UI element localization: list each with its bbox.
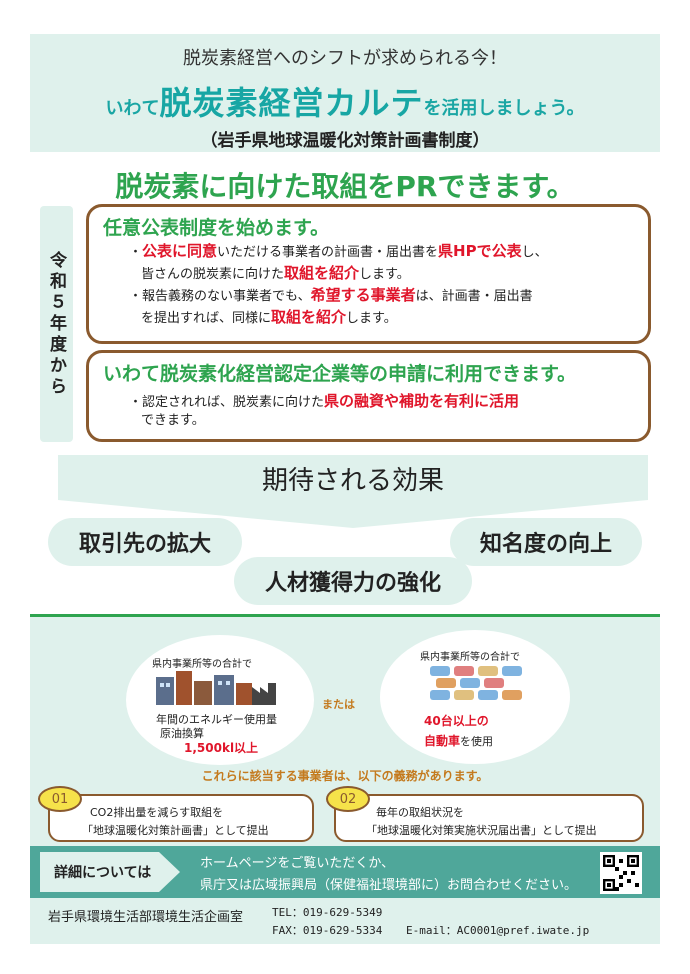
header-system-name: （岩手県地球温暖化対策計画書制度） xyxy=(200,131,490,151)
text: 皆さんの脱炭素に向けた xyxy=(141,267,285,282)
duty1-line1: CO2排出量を減らす取組を xyxy=(90,806,224,819)
header-title-prefix: いわて xyxy=(105,98,160,119)
effect-pill-recruitment: 人材獲得力の強化 xyxy=(234,557,472,605)
header-title-suffix: を活用しましょう。 xyxy=(423,98,585,119)
energy-criteria-line2: 原油換算 xyxy=(160,727,204,740)
header-title: いわて脱炭素経営カルテを活用しましょう。 xyxy=(30,78,660,124)
box1-bullet2-line1: ・報告義務のない事業者でも、希望する事業者は、計画書・届出書 xyxy=(129,285,533,307)
box2-bullet-line2: できます。 xyxy=(141,413,205,428)
box1-bullet1-line2: 皆さんの脱炭素に向けた取組を紹介します。 xyxy=(141,263,410,285)
text: します。 xyxy=(346,311,397,326)
highlight: 取組を紹介 xyxy=(271,308,347,326)
section-divider xyxy=(30,614,660,617)
header-banner: 脱炭素経営へのシフトが求められる今！ いわて脱炭素経営カルテを活用しましょう。 … xyxy=(30,34,660,152)
box1-bullet1-line1: ・公表に同意いただける事業者の計画書・届出書を県HPで公表し、 xyxy=(129,241,548,263)
text: します。 xyxy=(359,267,410,282)
details-line1: ホームページをご覧いただくか、 xyxy=(200,856,395,871)
duty-box-report: 毎年の取組状況を 「地球温暖化対策実施状況届出書」として提出 xyxy=(334,794,644,842)
highlight: 取組を紹介 xyxy=(284,264,360,282)
qr-pattern xyxy=(603,855,639,891)
vehicle-criteria-count: 40台以上の xyxy=(424,714,489,728)
or-label: または xyxy=(322,698,355,711)
details-line2: 県庁又は広域振興局（保健福祉環境部に）お問合わせください。 xyxy=(200,878,578,893)
highlight: 公表に同意 xyxy=(142,242,218,260)
highlight: 自動車 xyxy=(424,734,461,748)
text: を提出すれば、同様に xyxy=(141,311,272,326)
text: し、 xyxy=(521,245,548,260)
energy-criteria-top: 県内事業所等の合計で xyxy=(152,659,252,670)
side-tab: 令和５年度から xyxy=(40,206,73,442)
duty1-line2: 「地球温暖化対策計画書」として提出 xyxy=(82,824,269,837)
duty-badge-02: 02 xyxy=(326,786,370,812)
footer-email[interactable]: E-mail：AC0001@pref.iwate.jp xyxy=(406,924,590,937)
highlight: 県の融資や補助を有利に活用 xyxy=(324,392,520,410)
effects-title: 期待される効果 xyxy=(261,466,444,496)
box1-bullet2-line2: を提出すれば、同様に取組を紹介します。 xyxy=(141,307,397,329)
highlight: 県HPで公表 xyxy=(438,242,522,260)
text: ・ xyxy=(129,245,143,260)
effects-band xyxy=(58,455,648,500)
footer-organization: 岩手県環境生活部環境生活企画室 xyxy=(48,910,244,925)
duty2-line2: 「地球温暖化対策実施状況届出書」として提出 xyxy=(366,824,597,837)
vehicle-criteria-top: 県内事業所等の合計で xyxy=(420,652,520,663)
box2-title: いわて脱炭素化経営認定企業等の申請に利用できます。 xyxy=(103,363,577,385)
energy-criteria-threshold: 1,500kl以上 xyxy=(184,741,259,755)
energy-criteria-ellipse: 県内事業所等の合計で 年間のエネルギー使用量 原油換算 1,500kl以上 xyxy=(126,635,314,765)
side-tab-label: 令和５年度から xyxy=(46,250,66,398)
cars-icon xyxy=(430,666,522,700)
qr-code-icon[interactable] xyxy=(600,852,642,894)
text: いただける事業者の計画書・届出書を xyxy=(217,245,439,260)
duty-badge-01: 01 xyxy=(38,786,82,812)
header-subtitle: 脱炭素経営へのシフトが求められる今！ xyxy=(183,48,507,69)
details-label: 詳細については xyxy=(40,852,180,892)
highlight: 希望する事業者 xyxy=(310,286,416,304)
text: ・認定されれば、脱炭素に向けた xyxy=(129,395,325,410)
factory-icon xyxy=(156,671,276,705)
obligation-notice: これらに該当する事業者は、以下の義務があります。 xyxy=(201,769,489,783)
vehicle-criteria-ellipse: 県内事業所等の合計で 40台以上の 自動車を使用 xyxy=(380,630,570,764)
footer-tel: TEL：019-629-5349 xyxy=(272,906,383,919)
vehicle-criteria-line2: 自動車を使用 xyxy=(424,730,493,749)
box2-bullet-line1: ・認定されれば、脱炭素に向けた県の融資や補助を有利に活用 xyxy=(129,391,519,413)
effect-pill-recognition: 知名度の向上 xyxy=(450,518,642,566)
text: ・報告義務のない事業者でも、 xyxy=(129,289,311,304)
pr-heading: 脱炭素に向けた取組をPRできます。 xyxy=(115,170,575,203)
certification-box: いわて脱炭素化経営認定企業等の申請に利用できます。 ・認定されれば、脱炭素に向け… xyxy=(86,350,651,442)
header-title-main: 脱炭素経営カルテ xyxy=(159,84,424,122)
effect-pill-clients: 取引先の拡大 xyxy=(48,518,242,566)
voluntary-disclosure-box: 任意公表制度を始めます。 ・公表に同意いただける事業者の計画書・届出書を県HPで… xyxy=(86,204,651,344)
text: は、計画書・届出書 xyxy=(415,289,533,304)
duty2-line1: 毎年の取組状況を xyxy=(376,806,464,819)
box1-title: 任意公表制度を始めます。 xyxy=(103,217,330,239)
energy-criteria-line1: 年間のエネルギー使用量 xyxy=(156,713,277,726)
text: を使用 xyxy=(460,735,494,748)
footer-fax: FAX：019-629-5334 xyxy=(272,924,383,937)
duty-box-plan: CO2排出量を減らす取組を 「地球温暖化対策計画書」として提出 xyxy=(48,794,314,842)
